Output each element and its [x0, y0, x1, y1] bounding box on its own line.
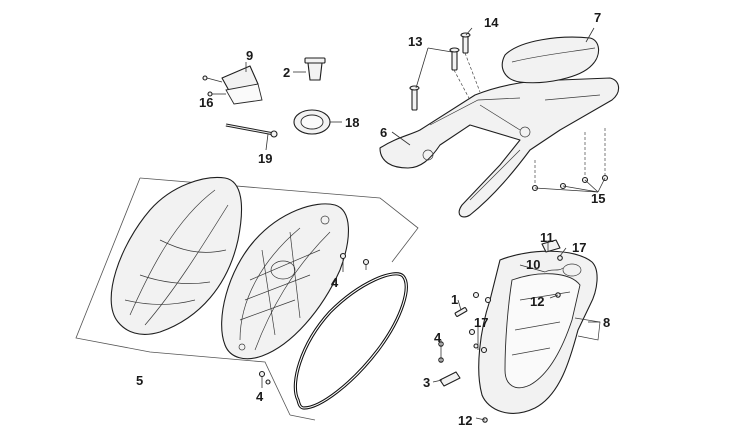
hinge-pin [225, 123, 278, 151]
storage-box-fasteners [432, 239, 567, 423]
seat-base-pan [221, 203, 349, 360]
rear-carrier [379, 77, 620, 218]
callout-19: 19 [258, 151, 272, 166]
callout-13: 13 [408, 34, 422, 49]
callout-4b: 4 [256, 389, 264, 404]
storage-box [478, 250, 601, 414]
seat-cushion [110, 176, 243, 335]
callout-11: 11 [540, 230, 554, 245]
carrier-top-pad [501, 27, 600, 84]
callout-4c: 4 [434, 330, 442, 345]
callout-5: 5 [136, 373, 143, 388]
callout-12b: 12 [458, 413, 472, 428]
callout-4a: 4 [331, 275, 339, 290]
callout-12a: 12 [530, 294, 544, 309]
callout-3: 3 [423, 375, 430, 390]
carrier-bolts [409, 27, 481, 111]
seat-gasket [293, 272, 408, 410]
seat-lock-clip [202, 62, 263, 105]
callout-17a: 17 [572, 240, 586, 255]
callout-17b: 17 [474, 315, 488, 330]
bolt-group-4 [258, 252, 370, 388]
callout-7: 7 [594, 10, 601, 25]
callout-1: 1 [451, 292, 458, 307]
callout-18: 18 [345, 115, 359, 130]
callout-15: 15 [591, 191, 605, 206]
callout-labels: 1 2 3 4 4 4 5 6 7 8 9 10 11 12 12 13 14 … [136, 10, 610, 428]
callout-6: 6 [380, 125, 387, 140]
callout-9: 9 [246, 48, 253, 63]
seat-assembly-frame [75, 177, 419, 421]
callout-2: 2 [283, 65, 290, 80]
carrier-nuts [531, 128, 609, 193]
callout-10: 10 [526, 257, 540, 272]
callout-16: 16 [199, 95, 213, 110]
callout-8: 8 [603, 315, 610, 330]
bushing [293, 57, 326, 81]
rubber-washer [293, 109, 342, 135]
callout-14: 14 [484, 15, 499, 30]
